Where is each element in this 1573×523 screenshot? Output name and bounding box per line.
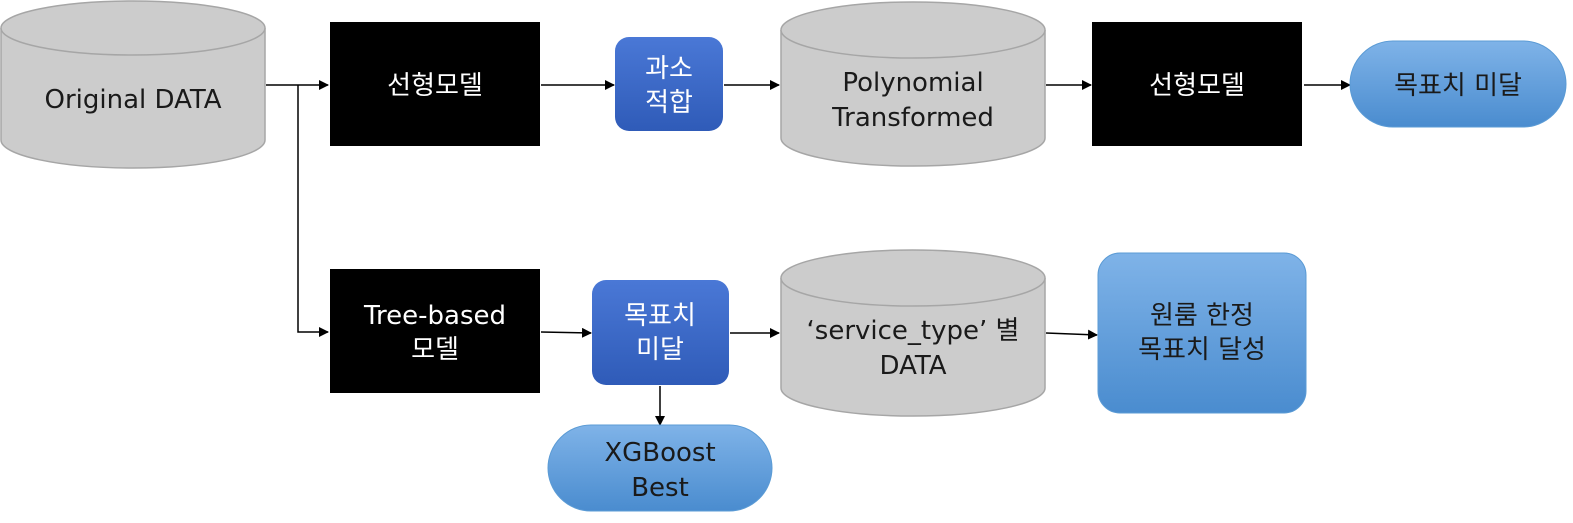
original-data-label: Original DATA [45,85,222,115]
target-not-met-mid-label-1: 목표치 [624,301,696,331]
tree-model-label-2: 모델 [411,335,459,365]
target-achieved-box: 원룸 한정 목표치 달성 [1097,252,1307,414]
tree-model-label-1: Tree-based [363,301,506,331]
underfit-label-1: 과소 [645,54,693,84]
arrow-original-to-tree [297,85,329,337]
linear-model-box-1: 선형모델 [330,22,540,146]
target-not-met-mid: 목표치 미달 [592,280,729,385]
connectors [266,80,1351,426]
arrow-service-to-achieved [1045,329,1098,340]
linear-model-1-label: 선형모델 [387,71,483,101]
polynomial-data-cylinder: Polynomial Transformed [780,1,1046,167]
xgboost-best-box: XGBoost Best [547,424,773,512]
linear-model-2-label: 선형모델 [1149,71,1245,101]
service-type-data-cylinder: ‘service_type’ 별 DATA [780,249,1046,417]
xgboost-label-2: Best [631,473,689,503]
underfit-label-2: 적합 [645,88,693,118]
service-type-label-1: ‘service_type’ 별 [807,316,1020,346]
target-achieved-label-1: 원룸 한정 [1150,301,1254,331]
target-not-met-top: 목표치 미달 [1349,40,1567,128]
underfit-box: 과소 적합 [615,37,723,131]
xgboost-label-1: XGBoost [604,438,715,468]
arrow-tree-to-target-mid [540,327,592,338]
polynomial-label-2: Transformed [831,103,994,133]
tree-model-box: Tree-based 모델 [330,269,540,393]
target-achieved-label-2: 목표치 달성 [1138,335,1266,365]
service-type-label-2: DATA [880,351,947,381]
linear-model-box-2: 선형모델 [1092,22,1302,146]
target-not-met-mid-label-2: 미달 [636,335,684,365]
original-data-cylinder: Original DATA [0,0,266,169]
polynomial-label-1: Polynomial [842,68,983,98]
target-not-met-top-label: 목표치 미달 [1394,71,1522,101]
